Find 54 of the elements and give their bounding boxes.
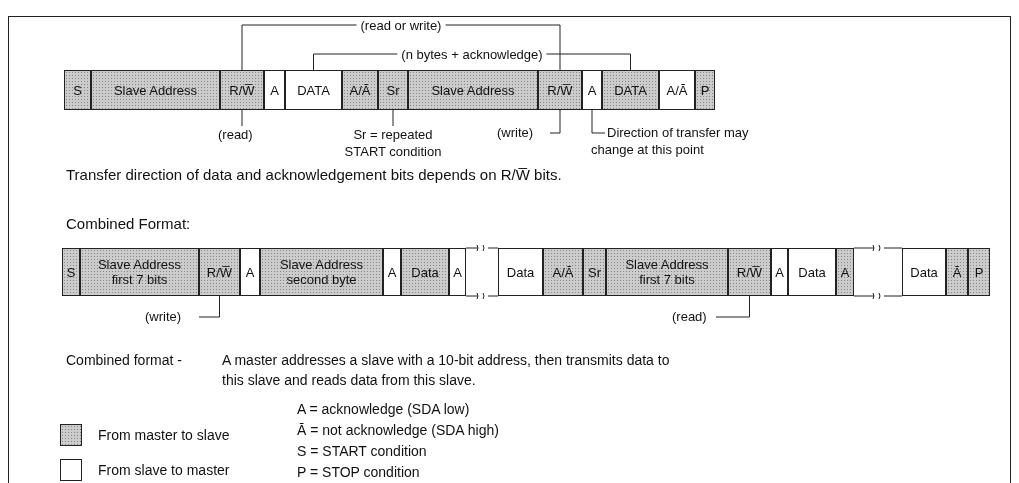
frame-field: R/W̅ (538, 70, 582, 110)
note-text: Transfer direction of data and acknowledgement bits depends on R/W̅ bits. (66, 165, 563, 185)
leader-line (715, 295, 750, 318)
frame-field: Slave Address first 7 bits (606, 248, 728, 296)
definition-text: A = acknowledge (SDA low) (297, 400, 471, 419)
frame-field: R/W̅ (199, 248, 240, 296)
annotation-text: (write) (497, 124, 548, 141)
legend-text: From slave to master (98, 461, 230, 479)
frame-field: S (62, 248, 80, 296)
annotation-text: (write) (145, 308, 197, 325)
frame-field: A (582, 70, 602, 110)
frame-field: A (240, 248, 260, 296)
frame-field: R/W̅ (728, 248, 771, 296)
frame-field: Sr (583, 248, 606, 296)
frame-field: A (836, 248, 854, 296)
frame-field: Slave Address (408, 70, 538, 110)
frame-field: Data (401, 248, 449, 296)
annotation-text: (read) (218, 126, 264, 143)
frame-field: Sr (378, 70, 408, 110)
leader-line (549, 109, 561, 134)
leader-line (198, 295, 220, 318)
frame-field: A (449, 248, 466, 296)
definition-text: Ā = not acknowledge (SDA high) (297, 421, 500, 440)
definition-text: S = START condition (297, 442, 428, 461)
note-text: Combined format - (66, 351, 183, 370)
annotation-text: Sr = repeated START condition (337, 126, 449, 160)
leader-line (591, 109, 606, 134)
frame-field: A/Ā (342, 70, 378, 110)
annotation-text: Direction of transfer may change at this point (591, 124, 753, 158)
frame-field: A (771, 248, 788, 296)
frame-field: Slave Address second byte (260, 248, 383, 296)
frame-field: A/Ā (659, 70, 695, 110)
frame-field: DATA (602, 70, 659, 110)
section-heading: Combined Format: (66, 214, 192, 234)
leader-line (392, 109, 394, 127)
frame-field: A/Ā (543, 248, 583, 296)
frame-field: R/W̅ (220, 70, 264, 110)
leader-line (241, 109, 243, 127)
frame-field: Data (788, 248, 836, 296)
frame-field: Data (902, 248, 946, 296)
frame-field: Ā (946, 248, 968, 296)
frame-field: S (64, 70, 91, 110)
frame-field: Slave Address (91, 70, 220, 110)
frame-field: P (968, 248, 990, 296)
frame-field: Data (498, 248, 543, 296)
legend-text: From master to slave (98, 426, 230, 444)
frame-field: A (264, 70, 285, 110)
frame-field: Slave Address first 7 bits (80, 248, 199, 296)
frame-field: A (383, 248, 401, 296)
frame-field: P (695, 70, 715, 110)
definition-text: P = STOP condition (297, 463, 421, 482)
frame-field: DATA (285, 70, 342, 110)
annotation-text: (read) (672, 308, 714, 325)
note-text: A master addresses a slave with a 10-bit address, then transmits data to this slave and reads data from this slave. (222, 351, 671, 390)
